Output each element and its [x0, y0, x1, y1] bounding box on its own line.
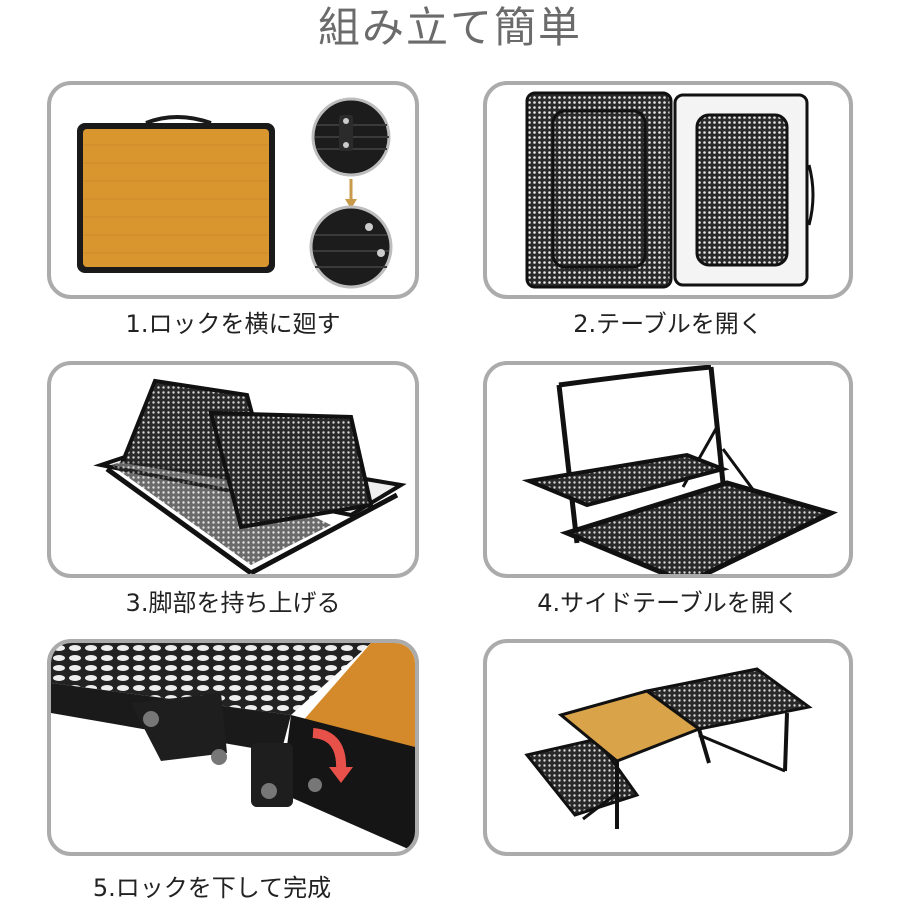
step-1-image: [47, 81, 419, 299]
step-4-caption: 4.サイドテーブルを開く: [537, 589, 799, 617]
step-6-image: [483, 639, 853, 856]
step-3-caption: 3.脚部を持ち上げる: [125, 589, 341, 617]
step-5-caption: 5.ロックを下して完成: [92, 874, 332, 902]
step-5-image: [47, 639, 419, 856]
step-2-image: [483, 81, 853, 299]
step-2-caption: 2.テーブルを開く: [573, 310, 763, 338]
step-4-image: [483, 361, 853, 578]
step-1-caption: 1.ロックを横に廻す: [125, 310, 341, 338]
page-title: 組み立て簡単: [317, 3, 582, 52]
step-3-image: [47, 361, 419, 578]
